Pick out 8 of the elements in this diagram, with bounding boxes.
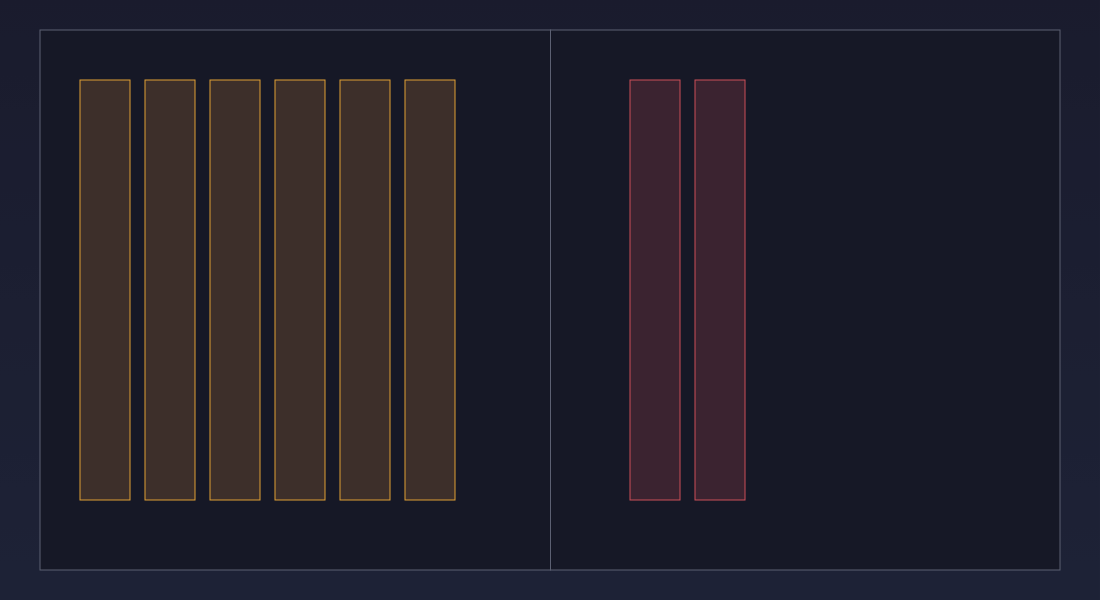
bar	[629, 79, 681, 501]
bar	[79, 79, 131, 501]
bar	[404, 79, 456, 501]
bar	[274, 79, 326, 501]
bar	[339, 79, 391, 501]
bar	[209, 79, 261, 501]
bar	[694, 79, 746, 501]
bar	[144, 79, 196, 501]
